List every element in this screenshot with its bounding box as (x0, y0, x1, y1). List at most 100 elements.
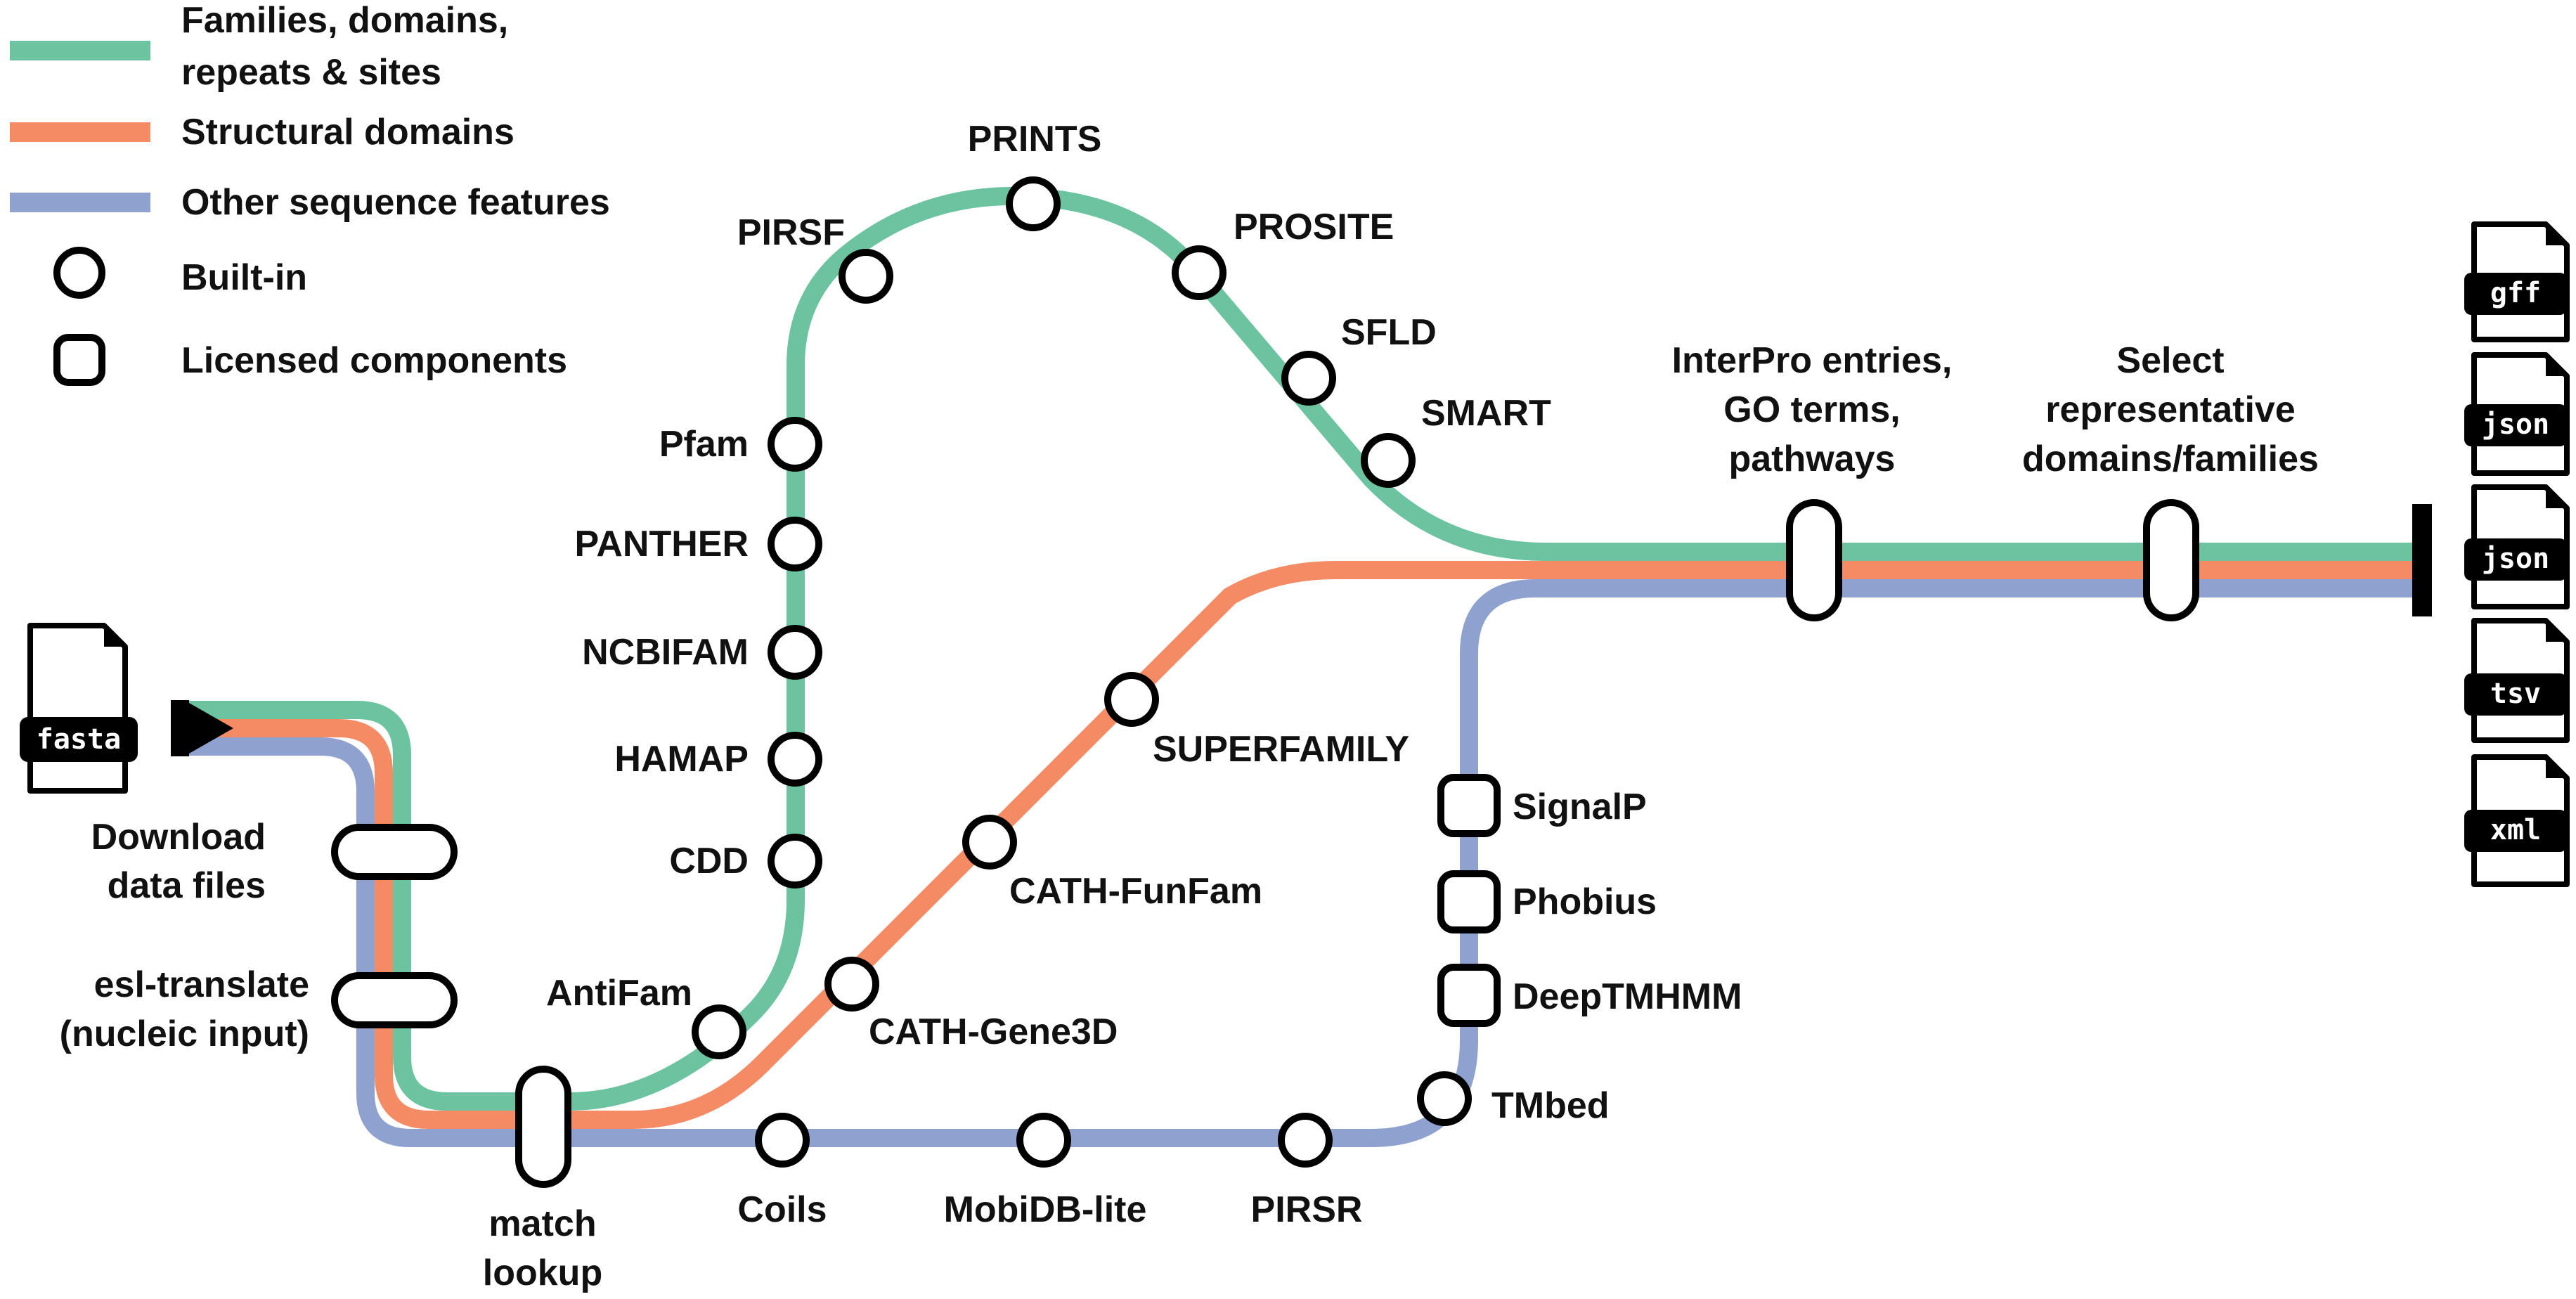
fasta-label: fasta (37, 723, 121, 756)
match-lookup-station (515, 1066, 571, 1188)
station-ncbifam (768, 625, 822, 680)
station-coils (755, 1113, 810, 1168)
station-pfam (768, 417, 822, 472)
label-prosite: PROSITE (1234, 207, 1394, 247)
station-panther (768, 517, 822, 571)
output-file-tsv: tsv (2464, 618, 2570, 743)
interpro-label-3: pathways (1729, 439, 1896, 479)
fasta-label-box (20, 717, 138, 762)
structural-track (181, 561, 2420, 1129)
label-cath-funfam: CATH-FunFam (1009, 871, 1262, 912)
tsv-file-fold (2546, 621, 2567, 642)
label-pirsr: PIRSR (1251, 1189, 1363, 1230)
label-signalp: SignalP (1513, 787, 1647, 827)
interpro-entries-station (1786, 499, 1842, 621)
station-cdd (768, 834, 822, 888)
station-signalp (1437, 774, 1501, 837)
label-hamap: HAMAP (614, 739, 749, 780)
station-sfld (1281, 351, 1336, 406)
output-file-json-2: json (2464, 484, 2570, 609)
match-label-2: lookup (483, 1253, 602, 1293)
gff-label: gff (2490, 277, 2541, 309)
output-file-gff: gff (2464, 221, 2570, 342)
interpro-label-1: InterPro entries, (1672, 340, 1953, 381)
legend-other-label: Other sequence features (181, 182, 610, 223)
station-mobidb-lite (1016, 1113, 1071, 1168)
label-deeptmhmm: DeepTMHMM (1513, 976, 1742, 1017)
label-pfam: Pfam (659, 424, 749, 465)
json1-label-box (2464, 404, 2567, 446)
label-prints: PRINTS (968, 119, 1102, 160)
json2-file-fold (2546, 487, 2567, 508)
output-file-xml: xml (2464, 754, 2570, 887)
json2-label-box (2464, 538, 2567, 581)
legend-families-label-1: Families, domains, (181, 0, 508, 41)
label-mobidb-lite: MobiDB-lite (944, 1189, 1147, 1230)
download-label-1: Download (91, 817, 266, 858)
station-pirsr (1278, 1113, 1333, 1168)
esl-translate-station (331, 972, 458, 1028)
station-prosite (1172, 245, 1226, 300)
esl-label-1: esl-translate (94, 964, 309, 1005)
label-superfamily: SUPERFAMILY (1153, 729, 1409, 770)
station-smart (1361, 433, 1416, 488)
legend-builtin-circle-icon (53, 247, 105, 299)
gff-file-fold (2546, 224, 2567, 245)
fasta-file-icon (27, 623, 128, 794)
tsv-label-box (2464, 673, 2567, 716)
input-fasta-file: fasta (20, 623, 138, 794)
label-smart: SMART (1421, 393, 1551, 434)
tsv-label: tsv (2490, 678, 2541, 710)
legend: Families, domains, repeats & sites Struc… (10, 0, 610, 386)
json1-label: json (2482, 408, 2549, 441)
gff-label-box (2464, 273, 2567, 315)
legend-licensed-label: Licensed components (181, 340, 567, 381)
xml-label: xml (2490, 814, 2541, 846)
download-data-files-station (331, 824, 458, 880)
station-prints (1006, 176, 1061, 231)
station-pirsf (839, 249, 893, 304)
esl-label-2: (nucleic input) (60, 1014, 309, 1054)
download-label-2: data files (108, 865, 266, 906)
families-track (181, 187, 2420, 1111)
label-phobius: Phobius (1513, 881, 1657, 922)
legend-licensed-rounded-square-icon (53, 334, 105, 386)
xml-label-box (2464, 810, 2567, 852)
fasta-file-fold (104, 626, 125, 647)
legend-structural-swatch (10, 122, 150, 142)
label-pirsf: PIRSF (737, 212, 845, 253)
station-tmbed (1417, 1071, 1472, 1126)
station-hamap (768, 732, 822, 787)
station-deeptmhmm (1437, 964, 1501, 1027)
json2-label: json (2482, 543, 2549, 575)
station-superfamily (1104, 672, 1159, 727)
interpro-label-2: GO terms, (1723, 389, 1900, 430)
label-coils: Coils (737, 1189, 827, 1230)
legend-families-swatch (10, 41, 150, 60)
legend-other-swatch (10, 193, 150, 212)
legend-builtin-label: Built-in (181, 257, 307, 298)
select-label-3: domains/families (2022, 439, 2319, 479)
select-representative-station (2143, 499, 2199, 621)
json1-file-fold (2546, 355, 2567, 376)
start-arrow-icon (184, 700, 233, 756)
output-terminal (2412, 504, 2432, 616)
label-tmbed: TMbed (1491, 1085, 1610, 1126)
other-track (181, 579, 2420, 1147)
xml-file-fold (2546, 757, 2567, 778)
label-ncbifam: NCBIFAM (582, 632, 749, 673)
station-phobius (1437, 870, 1501, 933)
label-sfld: SFLD (1341, 312, 1437, 353)
select-label-1: Select (2116, 340, 2224, 381)
output-file-json-1: json (2464, 352, 2570, 476)
label-antifam: AntiFam (546, 973, 692, 1014)
legend-structural-label: Structural domains (181, 112, 514, 153)
station-cath-gene3d (824, 957, 879, 1012)
label-cath-gene3d: CATH-Gene3D (869, 1012, 1118, 1052)
label-cdd: CDD (669, 841, 749, 881)
select-label-2: representative (2045, 389, 2296, 430)
match-label-1: match (488, 1203, 596, 1244)
label-panther: PANTHER (575, 524, 749, 564)
station-antifam (692, 1004, 746, 1059)
